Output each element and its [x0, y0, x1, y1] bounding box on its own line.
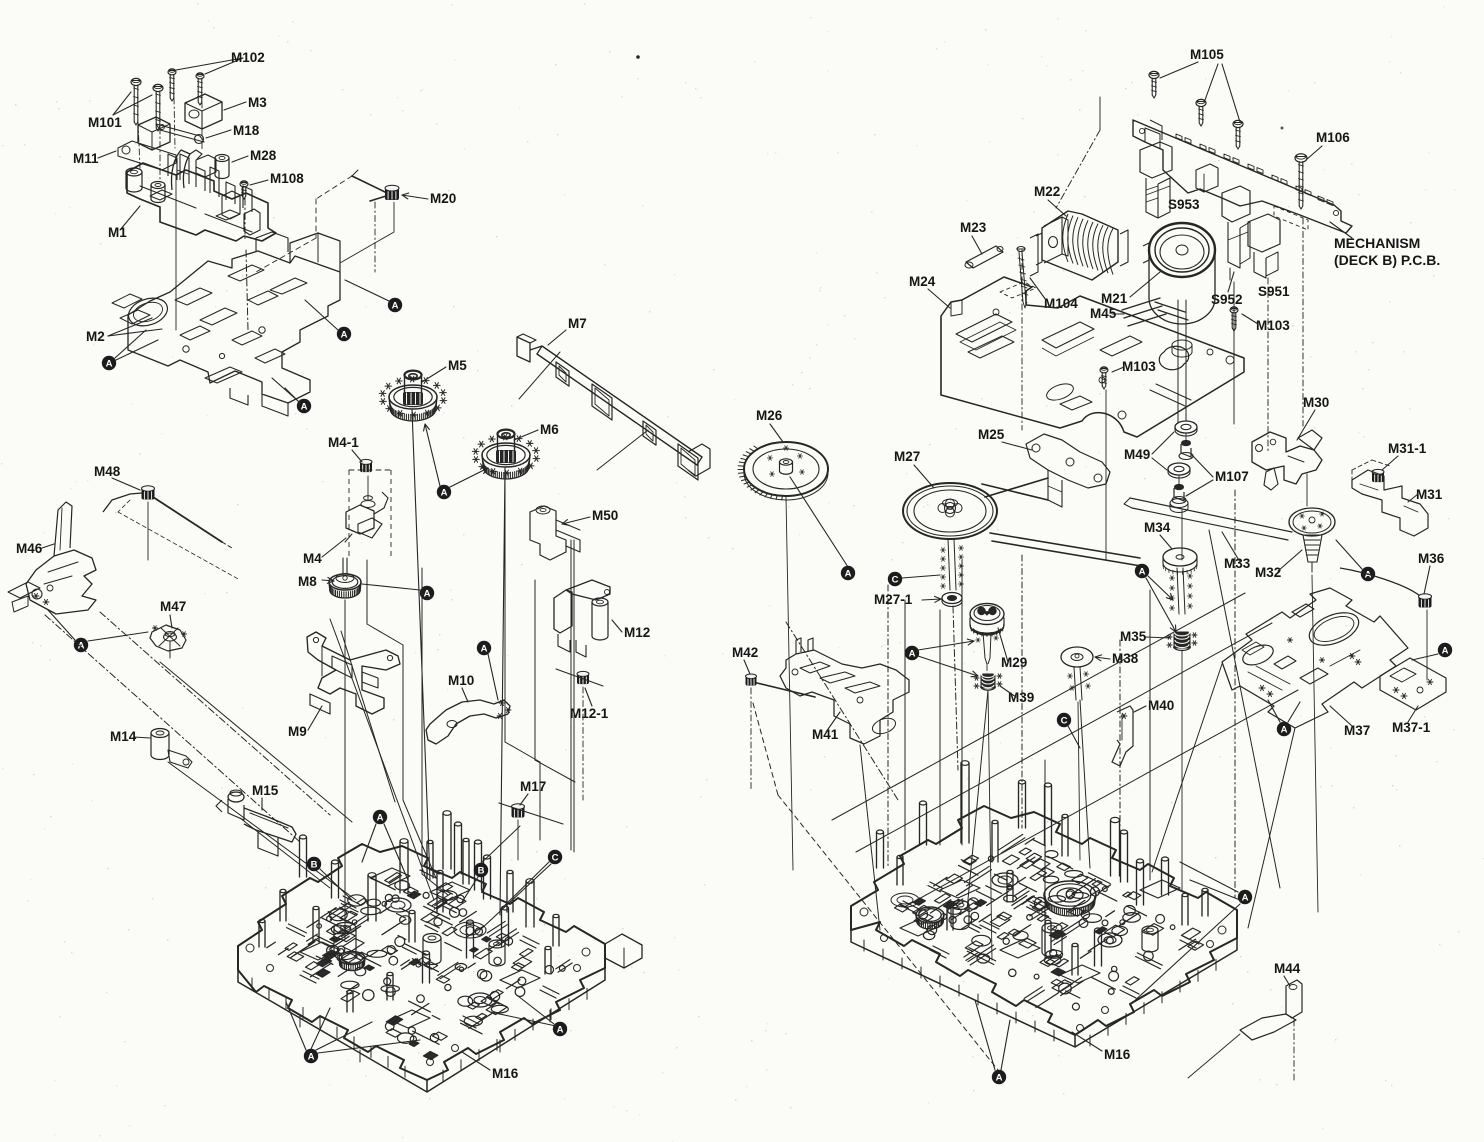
svg-text:M22: M22 — [1034, 184, 1060, 199]
svg-text:C: C — [1061, 715, 1068, 726]
svg-text:M4-1: M4-1 — [328, 435, 359, 450]
svg-text:M34: M34 — [1144, 520, 1171, 535]
svg-text:B: B — [311, 859, 318, 870]
svg-text:A: A — [1281, 724, 1288, 735]
svg-text:C: C — [892, 574, 899, 585]
svg-text:M103: M103 — [1122, 359, 1156, 374]
svg-text:A: A — [78, 640, 85, 651]
svg-text:M41: M41 — [812, 727, 839, 742]
svg-text:M37-1: M37-1 — [1392, 720, 1431, 735]
svg-text:M106: M106 — [1316, 130, 1350, 145]
svg-text:M47: M47 — [160, 599, 186, 614]
svg-text:M16: M16 — [492, 1066, 519, 1081]
svg-text:A: A — [1242, 892, 1249, 903]
svg-text:M44: M44 — [1274, 961, 1301, 976]
svg-text:A: A — [308, 1051, 315, 1062]
svg-text:M35: M35 — [1120, 629, 1147, 644]
svg-text:M107: M107 — [1215, 469, 1249, 484]
svg-text:M18: M18 — [233, 123, 260, 138]
svg-text:A: A — [996, 1072, 1003, 1083]
svg-text:M27-1: M27-1 — [874, 592, 913, 607]
svg-text:M28: M28 — [250, 148, 277, 163]
svg-text:M7: M7 — [568, 316, 587, 331]
svg-text:A: A — [557, 1024, 564, 1035]
svg-text:M21: M21 — [1101, 291, 1128, 306]
svg-text:M33: M33 — [1224, 556, 1251, 571]
svg-text:M29: M29 — [1001, 655, 1027, 670]
svg-text:A: A — [424, 588, 431, 599]
svg-text:A: A — [392, 300, 399, 311]
svg-text:M30: M30 — [1303, 395, 1329, 410]
svg-text:M101: M101 — [88, 115, 122, 130]
svg-text:C: C — [552, 852, 559, 863]
svg-text:A: A — [1365, 569, 1372, 580]
svg-text:M25: M25 — [978, 427, 1005, 442]
svg-text:(DECK B) P.C.B.: (DECK B) P.C.B. — [1334, 252, 1440, 268]
svg-text:M102: M102 — [231, 50, 265, 65]
svg-text:M4: M4 — [303, 551, 322, 566]
svg-text:M36: M36 — [1418, 551, 1445, 566]
svg-text:M37: M37 — [1344, 723, 1370, 738]
svg-text:MECHANISM: MECHANISM — [1334, 235, 1420, 251]
svg-text:S953: S953 — [1168, 197, 1200, 212]
svg-text:M26: M26 — [756, 408, 783, 423]
svg-text:M20: M20 — [430, 191, 456, 206]
svg-text:M105: M105 — [1190, 47, 1224, 62]
svg-text:M24: M24 — [909, 274, 936, 289]
svg-text:M39: M39 — [1008, 690, 1034, 705]
svg-text:M40: M40 — [1148, 698, 1174, 713]
svg-text:M6: M6 — [540, 422, 559, 437]
svg-text:M49: M49 — [1124, 447, 1150, 462]
svg-text:M2: M2 — [86, 329, 105, 344]
svg-text:M31: M31 — [1416, 487, 1443, 502]
svg-text:M48: M48 — [94, 464, 121, 479]
svg-text:M16: M16 — [1104, 1047, 1131, 1062]
svg-text:M15: M15 — [252, 783, 279, 798]
svg-text:A: A — [301, 401, 308, 412]
svg-text:M108: M108 — [270, 171, 304, 186]
svg-text:M3: M3 — [248, 95, 267, 110]
svg-text:A: A — [377, 812, 384, 823]
svg-text:M8: M8 — [298, 574, 317, 589]
svg-text:M23: M23 — [960, 220, 987, 235]
svg-text:A: A — [1442, 645, 1449, 656]
svg-text:M14: M14 — [110, 729, 137, 744]
svg-text:A: A — [441, 487, 448, 498]
svg-text:A: A — [909, 648, 916, 659]
svg-text:A: A — [845, 568, 852, 579]
svg-text:M27: M27 — [894, 449, 920, 464]
svg-text:M50: M50 — [592, 508, 618, 523]
svg-text:A: A — [1139, 566, 1146, 577]
svg-text:M32: M32 — [1255, 565, 1281, 580]
svg-text:M9: M9 — [288, 724, 307, 739]
svg-text:M104: M104 — [1044, 296, 1078, 311]
svg-text:A: A — [341, 329, 348, 340]
svg-text:M1: M1 — [108, 225, 127, 240]
svg-text:M103: M103 — [1256, 318, 1290, 333]
svg-text:M12-1: M12-1 — [570, 706, 609, 721]
svg-text:M12: M12 — [624, 625, 650, 640]
svg-text:M42: M42 — [732, 645, 758, 660]
svg-text:A: A — [481, 643, 488, 654]
svg-text:M46: M46 — [16, 541, 43, 556]
svg-text:M31-1: M31-1 — [1388, 441, 1427, 456]
svg-text:M17: M17 — [520, 779, 546, 794]
svg-text:M10: M10 — [448, 673, 474, 688]
svg-text:S951: S951 — [1258, 284, 1290, 299]
svg-text:M11: M11 — [73, 151, 99, 166]
svg-text:B: B — [478, 865, 485, 876]
svg-text:M45: M45 — [1090, 306, 1117, 321]
svg-text:M5: M5 — [448, 358, 467, 373]
svg-text:A: A — [106, 358, 113, 369]
svg-text:S952: S952 — [1211, 292, 1243, 307]
